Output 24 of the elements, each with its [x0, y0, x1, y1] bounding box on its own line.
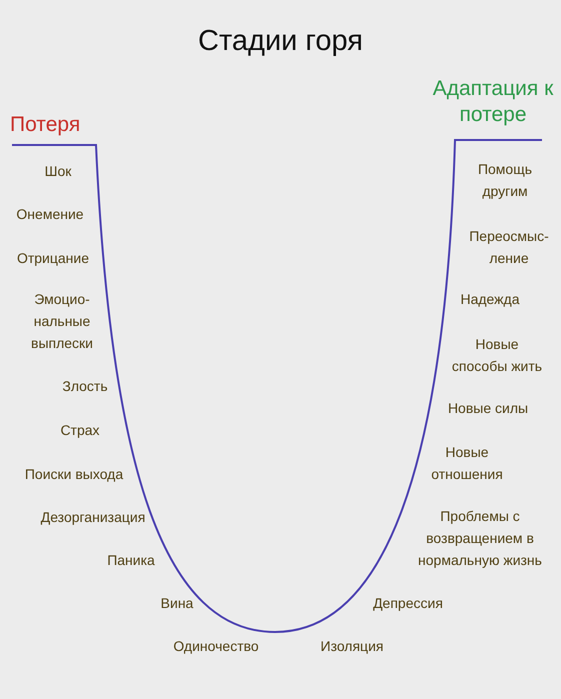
stage-label: Одиночество	[172, 637, 260, 656]
stage-label: Поиски выхода	[24, 465, 124, 484]
u-curve-line	[12, 139, 542, 633]
stage-label: Проблемы с возвращением в нормальную жизнь	[417, 507, 543, 570]
stage-label: Дезорганизация	[40, 508, 146, 527]
stage-label: Злость	[61, 377, 109, 396]
stage-label: Переосмыс- ление	[468, 227, 550, 268]
stage-label: Депрессия	[372, 594, 444, 613]
stage-label: Паника	[106, 551, 156, 570]
stage-label: Эмоцио- нальные выплески	[30, 290, 94, 353]
stage-label: Помощь другим	[476, 160, 534, 201]
stage-label: Новые отношения	[430, 443, 504, 484]
stage-heading: Адаптация к потере	[432, 76, 554, 128]
stage-label: Надежда	[459, 290, 520, 309]
stage-label: Отрицание	[16, 249, 90, 268]
stage-label: Новые силы	[446, 399, 530, 418]
title: Стадии горя	[197, 24, 364, 59]
stage-label: Шок	[44, 162, 72, 181]
stage-heading: Потеря	[10, 112, 82, 138]
stage-label: Новые способы жить	[450, 335, 544, 376]
stage-label: Онемение	[15, 205, 85, 224]
stage-label: Изоляция	[320, 637, 384, 656]
stage-label: Вина	[160, 594, 194, 613]
stage-label: Страх	[59, 421, 101, 440]
